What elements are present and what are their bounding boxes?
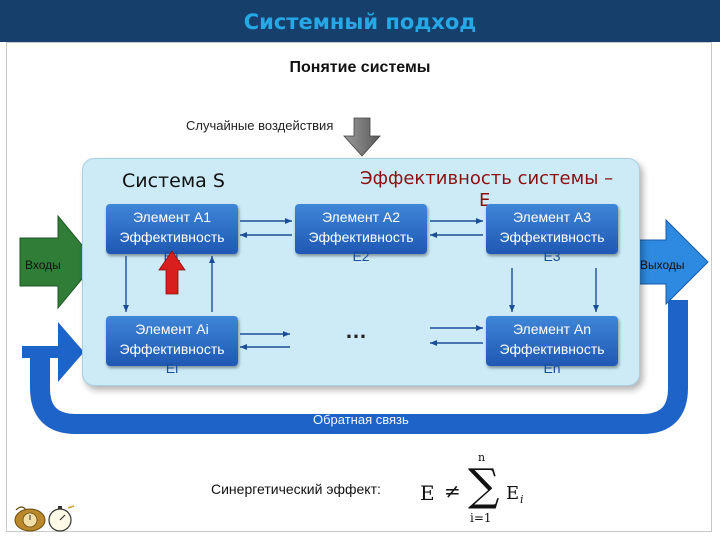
element-a1-name: Элемент А1 bbox=[132, 209, 212, 225]
element-an-symbol: En bbox=[543, 360, 561, 376]
page-title: Системный подход bbox=[243, 10, 477, 34]
element-a1-eff: Эффективность bbox=[119, 229, 225, 245]
feedback-label: Обратная связь bbox=[313, 412, 409, 427]
element-an: Элемент Аn Эффективность bbox=[486, 316, 618, 366]
element-ai-symbol: Ei bbox=[165, 360, 179, 376]
title-bar: Системный подход bbox=[0, 0, 720, 42]
inputs-label: Входы bbox=[25, 258, 61, 272]
formula-term: E bbox=[506, 483, 520, 504]
element-a3-name: Элемент А3 bbox=[512, 209, 592, 225]
element-a2-eff: Эффективность bbox=[308, 229, 414, 245]
element-ai-eff: Эффективность bbox=[119, 341, 225, 357]
system-efficiency-label: Эффективность системы – bbox=[360, 168, 614, 189]
slide-frame bbox=[6, 42, 712, 532]
element-an-eff: Эффективность bbox=[499, 341, 605, 357]
system-label: Система S bbox=[122, 170, 225, 192]
outputs-label: Выходы bbox=[640, 258, 685, 272]
synergy-label: Синергетический эффект: bbox=[211, 481, 381, 497]
formula-lower: i=1 bbox=[470, 511, 492, 525]
element-a1: Элемент А1 Эффективность bbox=[106, 204, 238, 254]
slide-subtitle: Понятие системы bbox=[289, 59, 431, 76]
element-a2-name: Элемент А2 bbox=[321, 209, 401, 225]
formula-upper: n bbox=[478, 451, 486, 464]
synergy-formula: E ≠ n ∑ E i i=1 bbox=[418, 451, 538, 525]
element-a3-symbol: E3 bbox=[543, 248, 561, 264]
formula-lhs: E bbox=[420, 481, 435, 505]
element-a3-eff: Эффективность bbox=[499, 229, 605, 245]
formula-sum: ∑ bbox=[468, 460, 500, 511]
red-up-arrow-icon bbox=[158, 250, 186, 295]
element-an-name: Элемент Аn bbox=[512, 321, 592, 337]
formula-neq: ≠ bbox=[444, 479, 461, 503]
element-a2-symbol: E2 bbox=[352, 248, 370, 264]
random-effects-label: Случайные воздействия bbox=[186, 118, 334, 133]
ellipsis: … bbox=[345, 318, 368, 343]
element-a3: Элемент А3 Эффективность bbox=[486, 204, 618, 254]
formula-sub: i bbox=[520, 493, 524, 506]
element-ai: Элемент Аi Эффективность bbox=[106, 316, 238, 366]
system-efficiency-symbol: E bbox=[479, 190, 491, 211]
element-a2: Элемент А2 Эффективность bbox=[295, 204, 427, 254]
element-ai-name: Элемент Аi bbox=[135, 321, 209, 337]
